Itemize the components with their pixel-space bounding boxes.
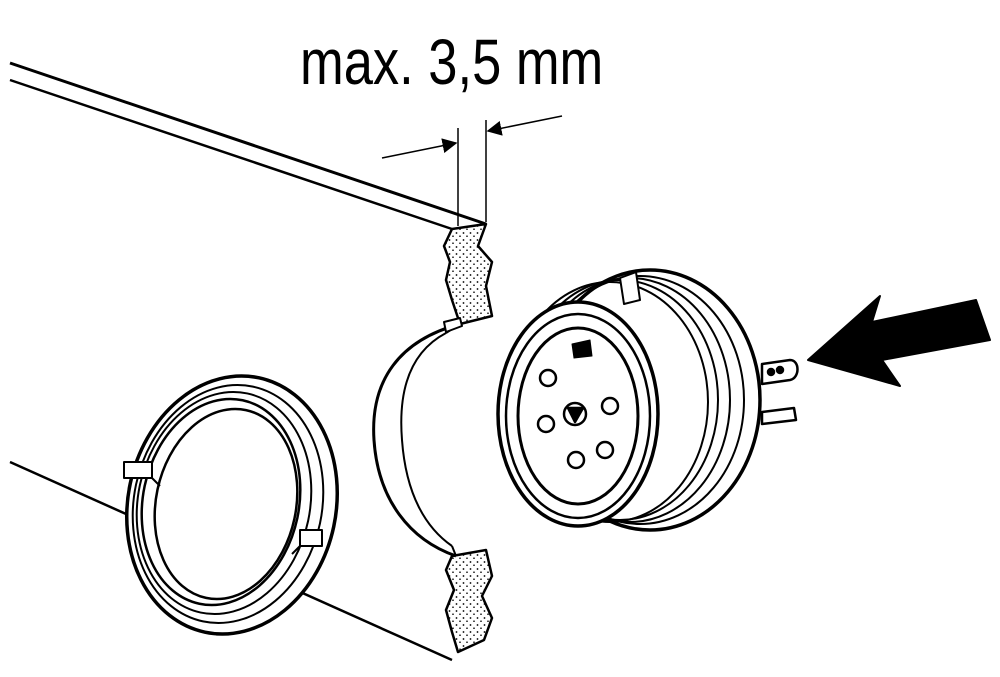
lock-nut-notch-left [123,461,153,479]
connector-socket [496,268,799,532]
thickness-dimension [381,115,563,226]
panel-break-lower [444,548,494,654]
lock-nut-notch-right [299,529,323,547]
lock-nut [123,374,340,636]
contact-pin-2 [600,396,620,416]
mounting-direction-arrow [807,295,991,387]
panel-top-edge-inner [9,78,453,231]
dimension-arrow-right [486,115,563,136]
contact-pin-3 [536,414,556,434]
dimension-label: max. 3,5 mm [300,26,604,98]
contact-pin-4 [595,440,615,460]
panel [9,61,494,662]
panel-break-upper [442,222,494,326]
contact-pin-1 [538,368,558,388]
panel-cutout [372,317,463,558]
solder-lug-lower [760,406,798,426]
dimension-arrow-left [381,138,458,159]
panel-top-edge [9,61,487,226]
connector-contacts [536,368,620,470]
contact-pin-5 [566,450,586,470]
solder-lugs [760,358,799,426]
